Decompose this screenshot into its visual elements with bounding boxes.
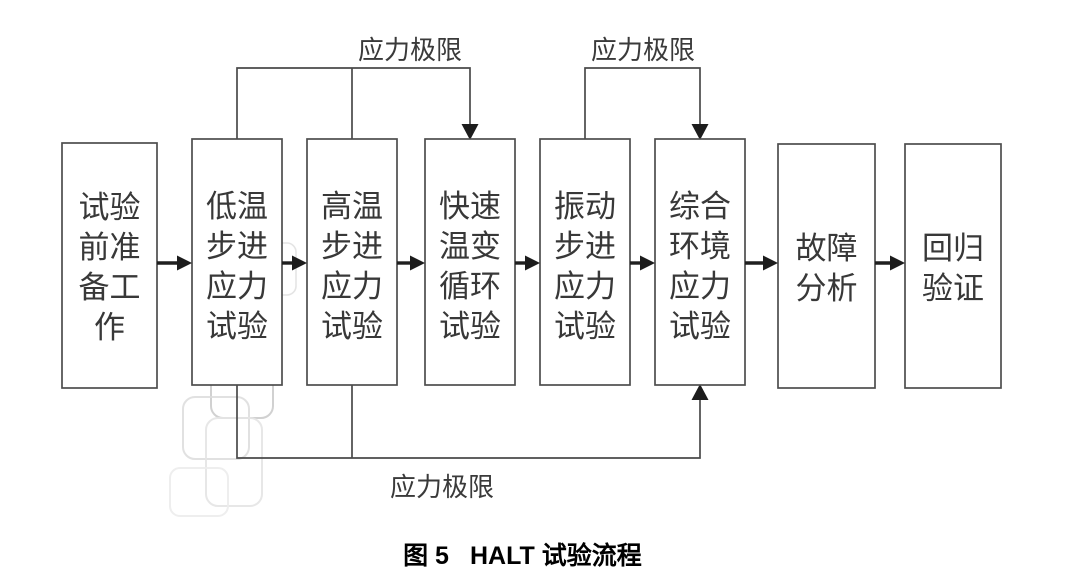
node-text-line: 温变: [439, 229, 501, 264]
node-text-line: 振动: [554, 189, 616, 224]
node-border: [654, 138, 746, 386]
flow-arrow-1: [157, 255, 192, 271]
node-text-line: 环境: [669, 229, 731, 264]
node-text-line: 试验: [554, 309, 616, 344]
node-text-line: 应力: [321, 269, 383, 304]
flow-arrow-6: [745, 255, 778, 271]
node-text-line: 试验: [439, 309, 501, 344]
node-border: [904, 143, 1002, 389]
node-text-line: 试验: [206, 309, 268, 344]
watermark-shape: [169, 467, 229, 517]
flow-node-low-temp-step-stress: 低温 步进 应力 试验: [191, 138, 283, 386]
node-text-line: 试验: [321, 309, 383, 344]
node-text-line: 步进: [206, 229, 268, 264]
node-text-line: 应力: [554, 269, 616, 304]
node-text-line: 快速: [439, 189, 501, 224]
flow-arrow-7: [875, 255, 905, 271]
connector-line: [584, 67, 701, 139]
flow-arrow-4: [515, 255, 540, 271]
node-text-line: 故障: [796, 231, 858, 266]
arrow-down-head: [691, 124, 709, 140]
node-border: [61, 142, 158, 389]
figure-caption-title: HALT 试验流程: [470, 541, 642, 570]
flow-arrow-5: [630, 255, 655, 271]
node-border: [424, 138, 516, 386]
node-text-line: 验证: [922, 271, 984, 306]
connector-line: [236, 385, 701, 459]
flow-node-failure-analysis: 故障 分析: [777, 143, 876, 389]
flow-node-vibration-step-stress: 振动 步进 应力 试验: [539, 138, 631, 386]
node-border: [777, 143, 876, 389]
flow-node-regression-verification: 回归 验证: [904, 143, 1002, 389]
watermark-shape: [182, 396, 250, 460]
node-text-line: 综合: [669, 189, 731, 224]
node-text-line: 应力: [669, 269, 731, 304]
flow-node-high-temp-step-stress: 高温 步进 应力 试验: [306, 138, 398, 386]
node-text-line: 高温: [321, 189, 383, 224]
stress-limit-connector-upper-right: 应力极限: [584, 35, 709, 140]
flow-node-combined-env-stress: 综合 环境 应力 试验: [654, 138, 746, 386]
arrow-right-head: [640, 255, 655, 271]
node-text-line: 试验: [79, 190, 141, 225]
node-text-line: 试验: [669, 309, 731, 344]
stress-limit-connector-lower: 应力极限: [236, 384, 709, 502]
node-text-line: 循环: [439, 269, 501, 304]
node-text-line: 应力: [206, 269, 268, 304]
arrow-right-head: [763, 255, 778, 271]
node-text-line: 作: [94, 310, 125, 345]
node-text-line: 回归: [922, 231, 984, 266]
stress-limit-label-upper-left: 应力极限: [358, 35, 462, 65]
stress-limit-connector-upper-left: 应力极限: [236, 35, 479, 140]
arrow-up-head: [691, 384, 709, 400]
figure-caption: 图 5 HALT 试验流程: [403, 541, 642, 570]
connector-line: [236, 67, 471, 139]
arrow-right-head: [525, 255, 540, 271]
figure-caption-number: 图 5: [403, 542, 449, 570]
flow-arrow-2: [282, 255, 307, 271]
stress-limit-label-lower: 应力极限: [390, 472, 494, 502]
flow-node-rapid-temp-cycle: 快速 温变 循环 试验: [424, 138, 516, 386]
arrow-right-head: [177, 255, 192, 271]
flow-node-test-preparation: 试验 前准 备工 作: [61, 142, 158, 389]
node-text-line: 前准: [79, 230, 141, 265]
node-text-line: 步进: [321, 229, 383, 264]
flow-arrow-3: [397, 255, 425, 271]
node-border: [539, 138, 631, 386]
watermark-shape: [205, 417, 263, 507]
node-text-line: 备工: [79, 270, 141, 305]
arrow-down-head: [461, 124, 479, 140]
node-text-line: 分析: [796, 271, 858, 306]
stress-limit-label-upper-right: 应力极限: [591, 35, 695, 65]
arrow-right-head: [292, 255, 307, 271]
node-border: [306, 138, 398, 386]
node-text-line: 低温: [206, 189, 268, 224]
node-text-line: 步进: [554, 229, 616, 264]
arrow-right-head: [890, 255, 905, 271]
arrow-right-head: [410, 255, 425, 271]
